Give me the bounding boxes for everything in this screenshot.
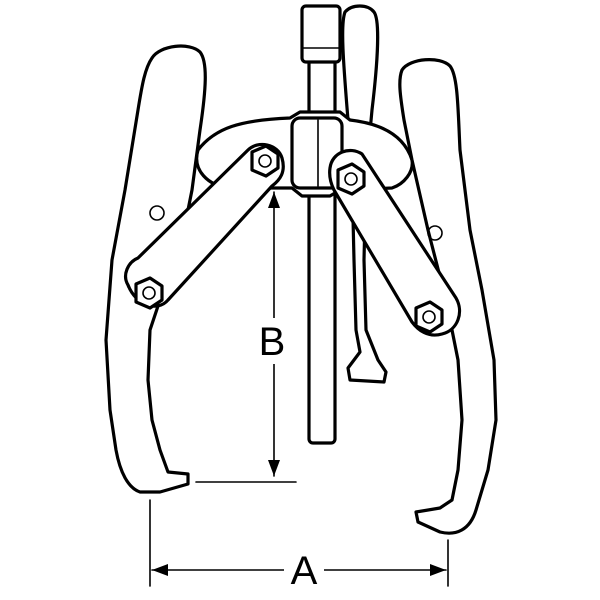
left-link-arm (124, 142, 285, 308)
right-link-arm (328, 148, 462, 337)
bolt-left-lower (134, 276, 164, 310)
spindle (300, 4, 342, 445)
left-jaw-hole (149, 205, 165, 221)
bolt-left-upper (250, 144, 280, 178)
right-jaw-hole (427, 225, 443, 241)
dimension-b: B (195, 191, 297, 483)
bolt-right-lower (414, 300, 444, 334)
dimension-a-label: A (291, 549, 318, 593)
dimension-a: A (149, 499, 449, 593)
dimension-b-label: B (259, 320, 286, 364)
bolt-right-upper (336, 162, 366, 196)
